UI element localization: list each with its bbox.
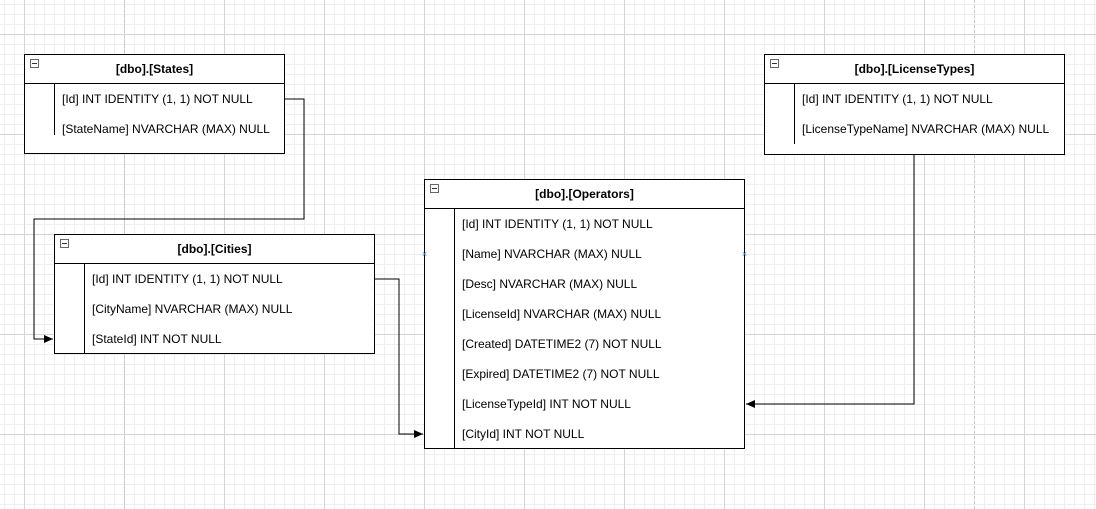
table-operators[interactable]: [dbo].[Operators] [Id] INT IDENTITY (1, … (421, 179, 748, 449)
page-boundary-guide (974, 0, 975, 509)
connector-states-to-cities[interactable] (33, 98, 305, 343)
table-row[interactable]: [Created] DATETIME2 (7) NOT NULL (462, 337, 662, 351)
table-header[interactable]: [dbo].[States] (25, 55, 284, 84)
collapse-icon[interactable] (770, 59, 779, 68)
table-row[interactable]: [Id] INT IDENTITY (1, 1) NOT NULL (62, 92, 253, 106)
collapse-icon[interactable] (430, 184, 439, 193)
table-body: [Id] INT IDENTITY (1, 1) NOT NULL [CityN… (55, 264, 374, 354)
table-row[interactable]: [Expired] DATETIME2 (7) NOT NULL (462, 367, 660, 381)
table-row[interactable]: [Desc] NVARCHAR (MAX) NULL (462, 277, 638, 291)
table-title: [dbo].[States] (115, 62, 194, 76)
table-row[interactable]: [Id] INT IDENTITY (1, 1) NOT NULL (92, 272, 283, 286)
table-title: [dbo].[LicenseTypes] (854, 62, 975, 76)
table-row[interactable]: [Id] INT IDENTITY (1, 1) NOT NULL (462, 217, 653, 231)
table-row[interactable]: [LicenseTypeId] INT NOT NULL (462, 397, 631, 411)
connector-cities-to-operators[interactable] (374, 278, 423, 438)
table-cities[interactable]: [dbo].[Cities] [Id] INT IDENTITY (1, 1) … (54, 234, 375, 354)
connection-point-icon[interactable]: × (741, 249, 748, 259)
table-row[interactable]: [StateId] INT NOT NULL (92, 332, 222, 346)
table-title: [dbo].[Cities] (177, 242, 252, 256)
table-row[interactable]: [LicenseId] NVARCHAR (MAX) NULL (462, 307, 662, 321)
table-body: [Id] INT IDENTITY (1, 1) NOT NULL [Name]… (425, 209, 744, 449)
table-body: [Id] INT IDENTITY (1, 1) NOT NULL [Licen… (765, 84, 1064, 144)
connection-point-icon[interactable]: × (421, 249, 428, 259)
collapse-icon[interactable] (60, 239, 69, 248)
table-title: [dbo].[Operators] (535, 187, 634, 201)
table-row[interactable]: [Name] NVARCHAR (MAX) NULL (462, 247, 642, 261)
table-header[interactable]: [dbo].[Operators] (425, 180, 744, 209)
table-row[interactable]: [StateName] NVARCHAR (MAX) NULL (62, 122, 270, 136)
table-row[interactable]: [CityId] INT NOT NULL (462, 427, 585, 441)
table-row[interactable]: [CityName] NVARCHAR (MAX) NULL (92, 302, 293, 316)
table-row[interactable]: [Id] INT IDENTITY (1, 1) NOT NULL (802, 92, 993, 106)
table-licensetypes[interactable]: [dbo].[LicenseTypes] [Id] INT IDENTITY (… (764, 54, 1065, 155)
table-header[interactable]: [dbo].[LicenseTypes] (765, 55, 1064, 84)
connector-licensetypes-to-operators[interactable] (746, 154, 915, 408)
table-states[interactable]: [dbo].[States] [Id] INT IDENTITY (1, 1) … (24, 54, 285, 154)
table-header[interactable]: [dbo].[Cities] (55, 235, 374, 264)
collapse-icon[interactable] (30, 59, 39, 68)
table-body: [Id] INT IDENTITY (1, 1) NOT NULL [State… (25, 84, 284, 144)
table-row[interactable]: [LicenseTypeName] NVARCHAR (MAX) NULL (802, 122, 1050, 136)
